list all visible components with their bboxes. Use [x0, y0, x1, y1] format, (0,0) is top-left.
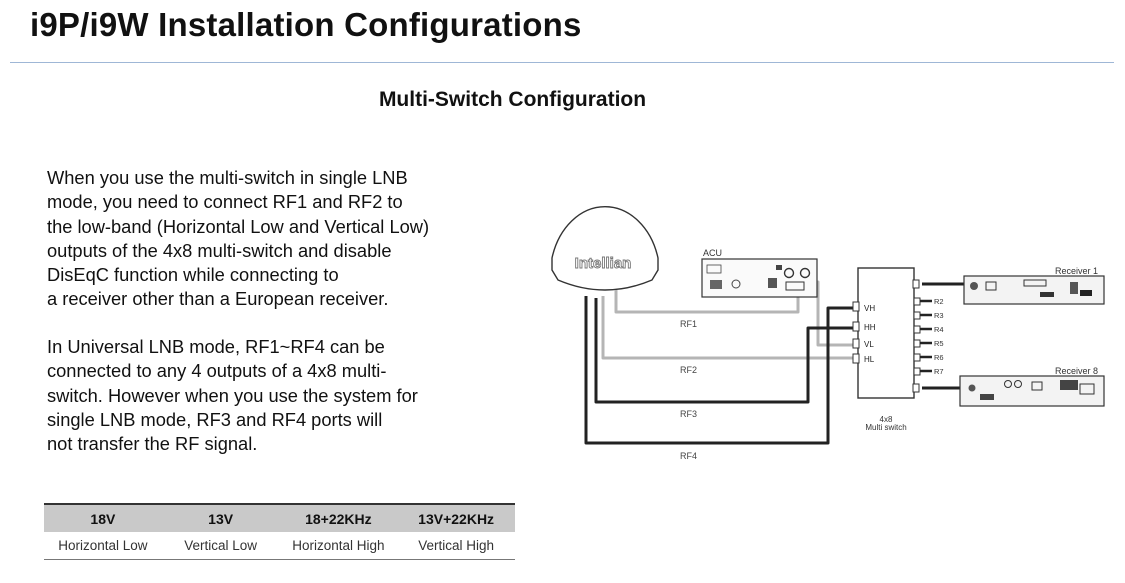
title-divider	[10, 62, 1114, 63]
switch-output-ports: R2 R3 R4 R5 R6 R7	[913, 297, 944, 376]
table-header-cell: 13V+22KHz	[397, 503, 515, 532]
output-r3-label: R3	[934, 311, 944, 320]
rf1-label: RF1	[680, 319, 697, 329]
table-header-cell: 13V	[161, 503, 280, 532]
table-header-row: 18V 13V 18+22KHz 13V+22KHz	[44, 503, 515, 532]
table-cell: Horizontal Low	[44, 532, 162, 560]
rf4-cable	[584, 296, 853, 445]
page-title: i9P/i9W Installation Configurations	[30, 6, 582, 43]
output-r6-label: R6	[934, 353, 944, 362]
output-r4-label: R4	[934, 325, 944, 334]
switch-input-vl: VL	[864, 340, 874, 349]
table-header-cell: 18V	[44, 503, 162, 532]
rf1-cable	[614, 284, 800, 314]
rf2-label: RF2	[680, 365, 697, 375]
table-cell: Vertical High	[397, 532, 515, 560]
rf3-label: RF3	[680, 409, 697, 419]
intro-paragraph: When you use the multi-switch in single …	[47, 167, 430, 310]
receiver-1-label: Receiver 1	[1055, 266, 1098, 276]
antenna-radome: Intellian	[551, 206, 659, 291]
acu-label: ACU	[703, 248, 722, 258]
switch-input-hl: HL	[864, 355, 875, 364]
rf4-label: RF4	[680, 451, 697, 461]
table-row: Horizontal Low Vertical Low Horizontal H…	[44, 532, 515, 560]
multi-switch-4x8: VH HH VL HL 4x8 Multi switch	[852, 267, 920, 432]
table-cell: Horizontal High	[279, 532, 398, 560]
acu-unit: ACU	[701, 248, 818, 298]
section-heading: Multi-Switch Configuration	[378, 88, 647, 111]
switch-label-name: Multi switch	[865, 423, 906, 432]
universal-lnb-paragraph: In Universal LNB mode, RF1~RF4 can be co…	[47, 336, 418, 455]
table-header-cell: 18+22KHz	[279, 503, 398, 532]
output-r5-label: R5	[934, 339, 944, 348]
switch-label-4x8: 4x8	[880, 415, 893, 424]
rf3-cable	[594, 298, 853, 404]
output-r7-label: R7	[934, 367, 944, 376]
receiver-8-label: Receiver 8	[1055, 366, 1098, 376]
receiver-1: Receiver 1	[963, 266, 1105, 305]
rf2-cable	[601, 296, 853, 360]
antenna-brand-label: Intellian	[575, 255, 632, 272]
switch-input-hh: HH	[864, 323, 876, 332]
output-r2-label: R2	[934, 297, 944, 306]
switch-input-vh: VH	[864, 304, 875, 313]
receiver-8: Receiver 8	[959, 366, 1105, 407]
multi-switch-wiring-diagram: Intellian RF1 RF2 RF3 RF4 ACU VH	[551, 206, 1105, 461]
table-cell: Vertical Low	[161, 532, 280, 560]
lnb-mode-table: 18V 13V 18+22KHz 13V+22KHz Horizontal Lo…	[44, 503, 515, 560]
